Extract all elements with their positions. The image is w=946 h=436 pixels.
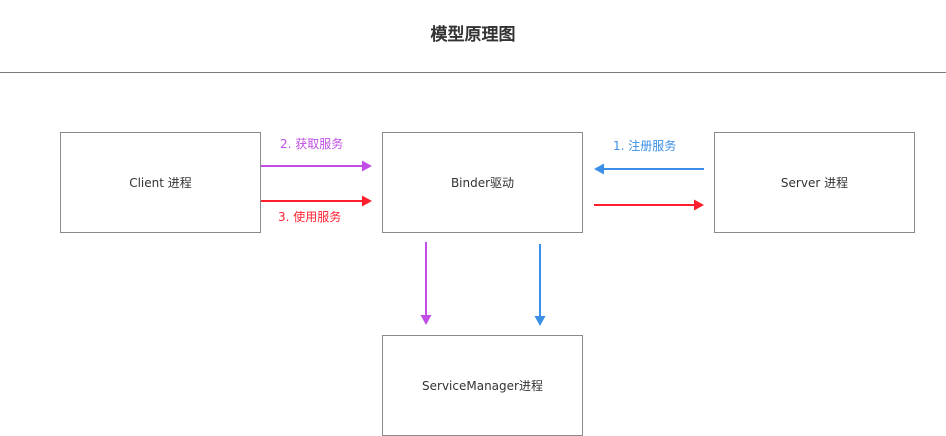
get-service-label: 2. 获取服务 — [280, 137, 344, 151]
diagram-title: 模型原理图 — [430, 25, 516, 45]
diagram-arrows — [261, 160, 704, 326]
register-service-down-arrow — [534, 244, 546, 326]
get-service-arrow — [261, 160, 372, 172]
use-service-label: 3. 使用服务 — [278, 210, 342, 224]
client-process-label: Client 进程 — [129, 176, 192, 190]
server-process-node: Server 进程 — [714, 132, 915, 233]
binder-driver-node: Binder驱动 — [382, 132, 583, 233]
register-service-label: 1. 注册服务 — [613, 139, 677, 153]
service-manager-label: ServiceManager进程 — [422, 379, 543, 393]
get-service-down-arrow — [420, 242, 432, 325]
use-service-arrow — [261, 195, 372, 207]
register-service-arrow — [594, 163, 704, 175]
binder-driver-label: Binder驱动 — [450, 176, 515, 190]
title-divider — [0, 72, 946, 73]
client-process-node: Client 进程 — [60, 132, 261, 233]
server-process-label: Server 进程 — [780, 176, 849, 190]
use-service-forward-arrow — [594, 199, 704, 211]
